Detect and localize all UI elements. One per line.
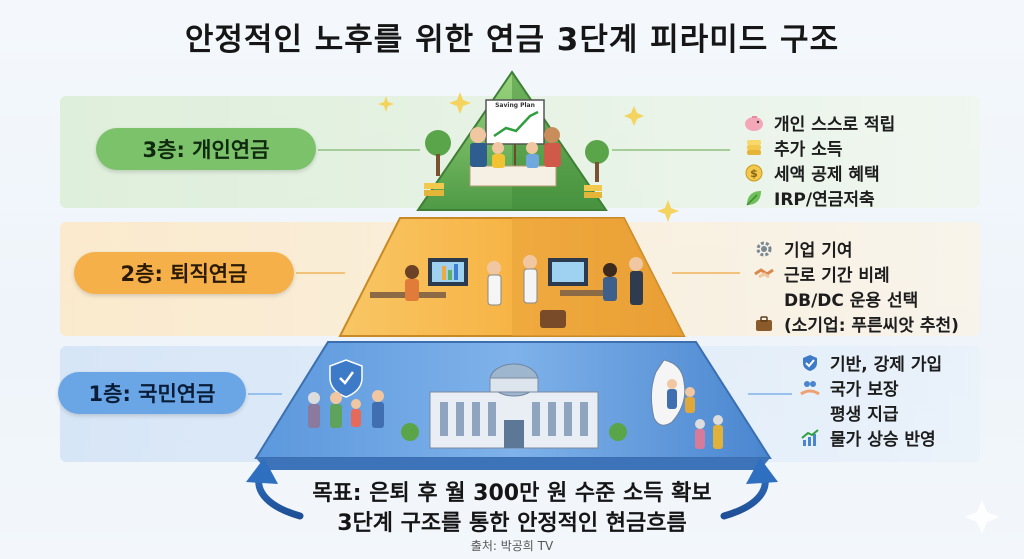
tier1-base-edge [256,458,770,470]
tier3-feature-item: IRP/연금저축 [742,185,895,210]
right-arrow-head [746,458,778,484]
tier1-label-pill: 1층: 국민연금 [58,372,246,414]
tier1-feature-item: 국가 보장 [798,375,942,400]
gear-icon [752,238,776,260]
tier1-feature-item: 기반, 강제 가입 [798,350,942,375]
family-scene [424,99,609,198]
tier3-feature-item: 개인 스스로 적립 [742,110,895,135]
source-credit: 출처: 박공희 TV [470,539,554,553]
sparkles [378,92,679,222]
tier2-feature-item: 근로 기간 비례 [752,261,959,286]
government-scene [308,359,723,449]
tier1-feature-list: 기반, 강제 가입 국가 보장 평생 지급 물가 상승 반영 [798,350,942,450]
page-title: 안정적인 노후를 위한 연금 3단계 피라미드 구조 [184,22,840,58]
tier2-feature-item: (소기업: 푸른씨앗 추천) [752,311,959,336]
shield-check-icon [798,352,822,374]
tier2-label-pill: 2층: 퇴직연금 [74,252,294,294]
handshake-icon [752,263,776,285]
saving-plan-board-label: Saving Plan [495,102,535,109]
office-scene [370,255,643,328]
tier3-label-pill: 3층: 개인연금 [96,128,316,170]
coins-icon [742,137,766,159]
tier3-feature-item: 추가 소득 [742,135,895,160]
tier2-feature-list: 기업 기여 근로 기간 비례 DB/DC 운용 선택 (소기업: 푸른씨앗 추천… [752,236,959,336]
briefcase-icon [752,313,776,335]
corner-sparkle-icon [965,500,999,534]
left-arrow-head [246,458,278,484]
tier2-feature-item: 기업 기여 [752,236,959,261]
hands-people-icon [798,377,822,399]
goal-line-1: 목표: 은퇴 후 월 300만 원 수준 소득 확보 [312,481,712,506]
goal-line-2: 3단계 구조를 통한 안정적인 현금흐름 [337,511,687,536]
svg-text:$: $ [750,167,758,180]
tier1-feature-item: 평생 지급 [830,405,899,425]
leaf-icon [742,187,766,209]
tier1-feature-item: 물가 상승 반영 [798,425,942,450]
dollar-coins-icon: $ [742,162,766,184]
tier2-feature-item: DB/DC 운용 선택 [784,291,919,311]
growth-chart-icon [798,427,822,449]
piggy-bank-icon [742,112,766,134]
tier3-feature-item: $ 세액 공제 혜택 [742,160,895,185]
tier3-feature-list: 개인 스스로 적립 추가 소득 $ 세액 공제 혜택 IRP/연금저축 [742,110,895,210]
